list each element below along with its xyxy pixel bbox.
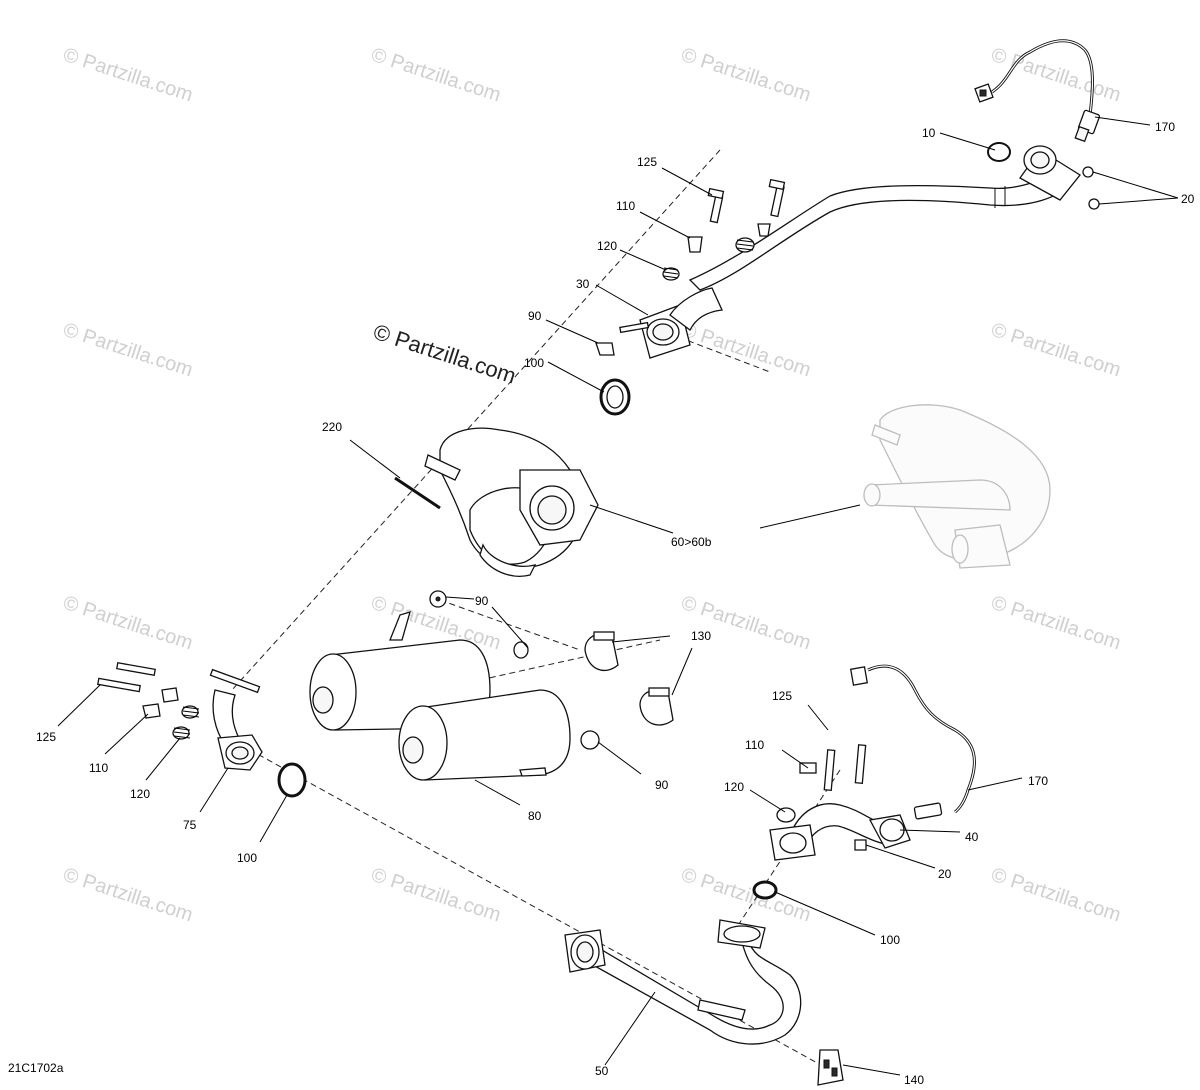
callout-30: 30 [576,277,590,291]
watermark: © Partzilla.com [678,319,813,382]
callout-100: 100 [524,356,544,370]
callout-170: 170 [1028,774,1048,788]
callout-220: 220 [322,420,342,434]
callouts: 170 10 20 125 110 120 30 90 100 220 60>6… [36,120,1195,1087]
figure-code: 21C1702a [8,1061,64,1075]
callout-140: 140 [904,1073,924,1087]
fasteners-left [97,661,200,740]
watermark-main: © Partzilla.com [370,319,519,389]
callout-125: 125 [772,689,792,703]
header-pipe-30 [639,145,1081,359]
oxygen-sensor-top [974,39,1101,143]
watermark: © Partzilla.com [988,592,1123,655]
callout-90: 90 [475,594,489,608]
callout-110: 110 [89,761,108,775]
flange-75 [209,668,263,771]
y-pipe-50 [564,919,802,1045]
watermark: © Partzilla.com [60,864,195,927]
assembly-lines [231,149,841,1071]
leader-lines [57,116,1179,1076]
watermark: © Partzilla.com [60,44,195,107]
callout-170: 170 [1155,120,1175,134]
clamps-130 [584,631,674,726]
callout-10: 10 [922,126,936,140]
muffler-mounts [429,590,600,750]
catalytic-converter-60 [424,427,599,577]
watermark: © Partzilla.com [678,592,813,655]
rubber-mount-140 [817,1049,844,1086]
nut-20 [1088,198,1100,210]
callout-75: 75 [183,818,197,832]
fasteners-upper [595,178,786,356]
callout-110: 110 [745,738,764,752]
watermark: © Partzilla.com [60,319,195,382]
callout-100: 100 [237,851,257,865]
callout-50: 50 [595,1064,609,1078]
gasket-100 [277,762,307,798]
callout-60-60b: 60>60b [671,535,712,549]
header-pipe-40 [769,744,911,861]
watermark: © Partzilla.com [368,44,503,107]
callout-20: 20 [938,867,952,881]
callout-125: 125 [36,730,56,744]
gasket-10 [987,142,1011,162]
watermark: © Partzilla.com [60,592,195,655]
callout-100: 100 [880,933,900,947]
watermark: © Partzilla.com [988,864,1123,927]
callout-120: 120 [724,780,744,794]
callout-130: 130 [691,629,711,643]
callout-20: 20 [1181,192,1195,206]
watermark: © Partzilla.com [678,864,813,927]
watermark: © Partzilla.com [988,319,1123,382]
callout-120: 120 [130,787,150,801]
catalytic-converter-reference [863,404,1051,569]
mufflers-80 [309,611,571,781]
gasket-100 [752,880,778,900]
callout-90: 90 [528,309,542,323]
heat-shield-220 [394,476,441,510]
callout-125: 125 [637,155,657,169]
callout-110: 110 [616,199,635,213]
callout-80: 80 [528,809,542,823]
watermark: © Partzilla.com [368,864,503,927]
callout-120: 120 [597,239,617,253]
oxygen-sensor-lower [849,664,976,820]
callout-40: 40 [965,830,979,844]
watermark: © Partzilla.com [678,44,813,107]
callout-90: 90 [655,778,669,792]
nut-20 [1082,166,1094,178]
